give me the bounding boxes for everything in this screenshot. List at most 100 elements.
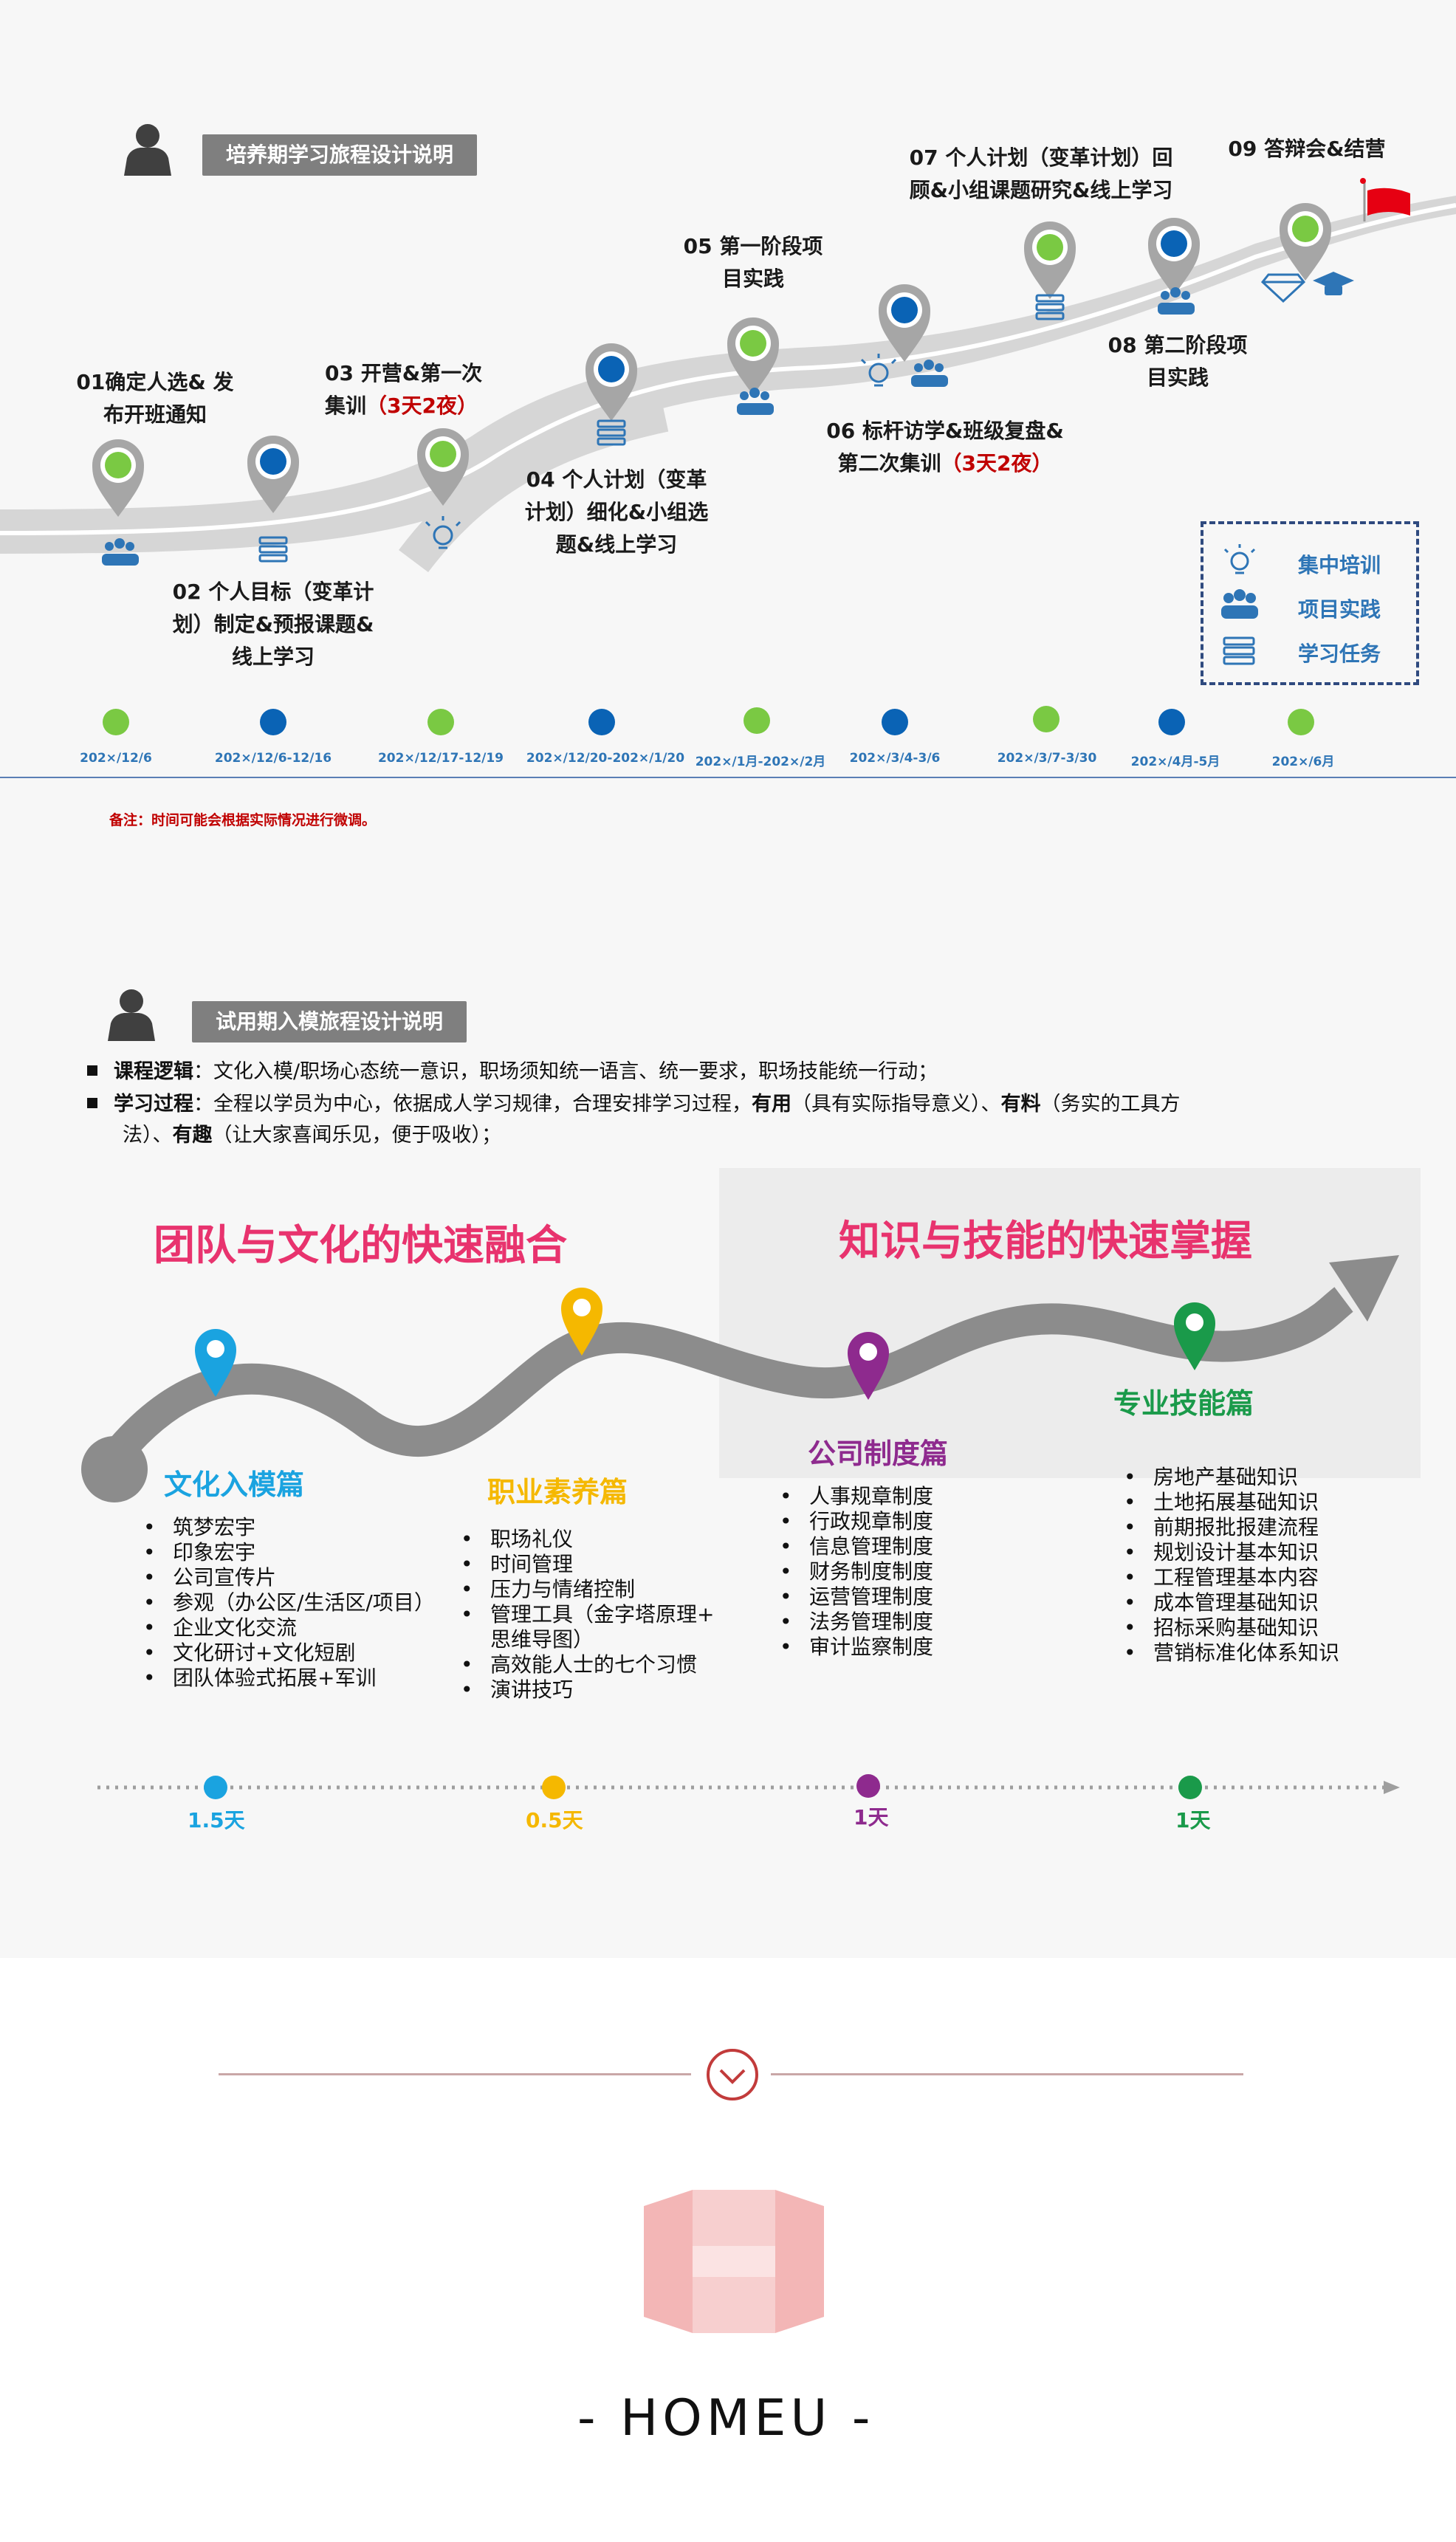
date-label: 202×/12/17-12/19 xyxy=(377,751,504,766)
graduation-cap-icon xyxy=(1313,272,1354,295)
person-icon xyxy=(108,989,155,1041)
pin-markers xyxy=(92,178,1410,566)
days-skills: 1天 xyxy=(1175,1808,1211,1832)
category-professional-title: 职业素养篇 xyxy=(487,1476,628,1508)
step-04-label: 04 个人计划（变革计划）细化&小组选题&线上学习 xyxy=(524,467,709,557)
schedule-note: 备注：时间可能会根据实际情况进行微调。 xyxy=(109,812,377,828)
list-item: 营销标准化体系知识 xyxy=(1124,1641,1339,1666)
pin-08 xyxy=(1148,218,1200,295)
duration-dot xyxy=(856,1774,880,1798)
books-icon xyxy=(597,419,626,446)
list-item: 高效能人士的七个习惯 xyxy=(461,1652,714,1677)
list-item: 文化研讨+文化短剧 xyxy=(143,1641,435,1666)
duration-timeline xyxy=(97,1774,1400,1799)
timeline-dot xyxy=(427,709,454,735)
list-item: 印象宏宇 xyxy=(143,1540,435,1565)
date-label: 202×/12/20-202×/1/20 xyxy=(526,751,685,766)
list-item: 筑梦宏宇 xyxy=(143,1515,435,1540)
legend-row-task: 学习任务 xyxy=(1203,628,1416,672)
list-item: 运营管理制度 xyxy=(780,1584,933,1610)
step-07-label: 07 个人计划（变革计划）回顾&小组课题研究&线上学习 xyxy=(909,145,1173,202)
timeline-dot xyxy=(260,709,286,735)
duration-dot xyxy=(204,1776,227,1799)
timeline-dot xyxy=(744,707,770,734)
step-06-label: 06 标杆访学&班级复盘&第二次集训（3天2夜） xyxy=(826,419,1064,475)
step-08-label: 08 第二阶段项目实践 xyxy=(1108,333,1248,390)
step-09-label: 09 答辩会&结营 xyxy=(1228,137,1386,161)
date-label: 202×/6月 xyxy=(1271,755,1335,769)
legend-box: 集中培训 项目实践 学习任务 xyxy=(1201,521,1419,685)
list-item: 审计监察制度 xyxy=(780,1635,933,1660)
list-item: 压力与情绪控制 xyxy=(461,1577,714,1602)
books-icon xyxy=(1035,294,1065,320)
pin-professional-icon xyxy=(561,1288,602,1356)
people-icon xyxy=(737,388,774,415)
step-02-label: 02 个人目标（变革计划）制定&预报课题&线上学习 xyxy=(172,580,374,669)
section2-header: 试用期入模旅程设计说明 xyxy=(192,1001,467,1042)
learning-process-text: 学习过程：全程以学员为中心，依据成人学习规律，合理安排学习过程，有用（具有实际指… xyxy=(87,1090,1342,1119)
people-icon xyxy=(1158,287,1195,315)
list-policy: 人事规章制度 行政规章制度 信息管理制度 财务制度制度 运营管理制度 法务管理制… xyxy=(780,1484,933,1660)
course-logic-text: 课程逻辑：文化入模/职场心态统一意识，职场须知统一语言、统一要求，职场技能统一行… xyxy=(87,1057,938,1087)
date-label: 202×/12/6-12/16 xyxy=(214,751,332,766)
timeline-dot xyxy=(1158,709,1185,735)
list-item: 前期报批报建流程 xyxy=(1124,1515,1339,1540)
legend-row-practice: 项目实践 xyxy=(1203,583,1416,628)
list-culture: 筑梦宏宇 印象宏宇 公司宣传片 参观（办公区/生活区/项目） 企业文化交流 文化… xyxy=(143,1515,435,1691)
pin-01 xyxy=(92,439,144,517)
title-team-culture: 团队与文化的快速融合 xyxy=(154,1222,567,1270)
footer-divider-right xyxy=(771,2073,1243,2075)
timeline-dot xyxy=(1033,706,1060,732)
title-knowledge-skills: 知识与技能的快速掌握 xyxy=(839,1217,1252,1265)
learning-process-text-cont: 法）、有趣（让大家喜闻乐见，便于吸收）； xyxy=(123,1124,501,1147)
category-skills-title: 专业技能篇 xyxy=(1113,1387,1254,1420)
footer-divider-left xyxy=(219,2073,691,2075)
homeu-logo-icon xyxy=(644,2190,824,2333)
list-item: 演讲技巧 xyxy=(461,1677,714,1703)
timeline-dot xyxy=(1288,709,1314,735)
list-item: 财务制度制度 xyxy=(780,1559,933,1584)
list-item: 时间管理 xyxy=(461,1552,714,1577)
bulb-icon xyxy=(1223,544,1256,574)
list-item: 法务管理制度 xyxy=(780,1610,933,1635)
person-icon xyxy=(124,124,171,176)
pin-09 xyxy=(1280,203,1331,281)
section-divider xyxy=(0,777,1456,778)
duration-dot xyxy=(542,1776,566,1799)
people-icon xyxy=(102,538,139,566)
books-icon xyxy=(1223,636,1255,665)
list-skills: 房地产基础知识 土地拓展基础知识 前期报批报建流程 规划设计基本知识 工程管理基… xyxy=(1124,1465,1339,1666)
days-policy: 1天 xyxy=(854,1805,889,1830)
list-item: 招标采购基础知识 xyxy=(1124,1615,1339,1641)
date-label: 202×/3/7-3/30 xyxy=(997,751,1097,766)
category-culture-title: 文化入模篇 xyxy=(164,1468,305,1501)
people-icon xyxy=(1221,589,1258,619)
list-item: 职场礼仪 xyxy=(461,1527,714,1552)
pin-culture-icon xyxy=(195,1329,236,1397)
pin-07 xyxy=(1024,221,1076,299)
days-culture: 1.5天 xyxy=(188,1808,245,1832)
list-item: 土地拓展基础知识 xyxy=(1124,1490,1339,1515)
date-label: 202×/4月-5月 xyxy=(1130,755,1220,769)
timeline-dots xyxy=(103,706,1314,735)
pin-policy-icon xyxy=(848,1332,889,1400)
list-item: 成本管理基础知识 xyxy=(1124,1590,1339,1615)
timeline-dot xyxy=(103,709,129,735)
books-icon xyxy=(258,536,288,563)
pin-05 xyxy=(727,317,779,395)
step-05-label: 05 第一阶段项目实践 xyxy=(683,234,823,291)
bulb-icon xyxy=(425,516,461,549)
step-01-label: 01确定人选& 发布开班通知 xyxy=(76,370,234,427)
list-item: 思维导图） xyxy=(490,1627,594,1652)
list-item: 规划设计基本知识 xyxy=(1124,1540,1339,1565)
chevron-down-icon xyxy=(707,2049,758,2100)
date-label: 202×/3/4-3/6 xyxy=(849,751,941,766)
list-item: 工程管理基本内容 xyxy=(1124,1565,1339,1590)
list-item: 行政规章制度 xyxy=(780,1509,933,1534)
flag-icon xyxy=(1360,178,1410,221)
people-icon xyxy=(911,360,948,387)
list-item: 信息管理制度 xyxy=(780,1534,933,1559)
date-label: 202×/1月-202×/2月 xyxy=(695,755,826,769)
homeu-logo-text: - HOMEU - xyxy=(577,2389,875,2447)
legend-row-training: 集中培训 xyxy=(1203,539,1416,583)
